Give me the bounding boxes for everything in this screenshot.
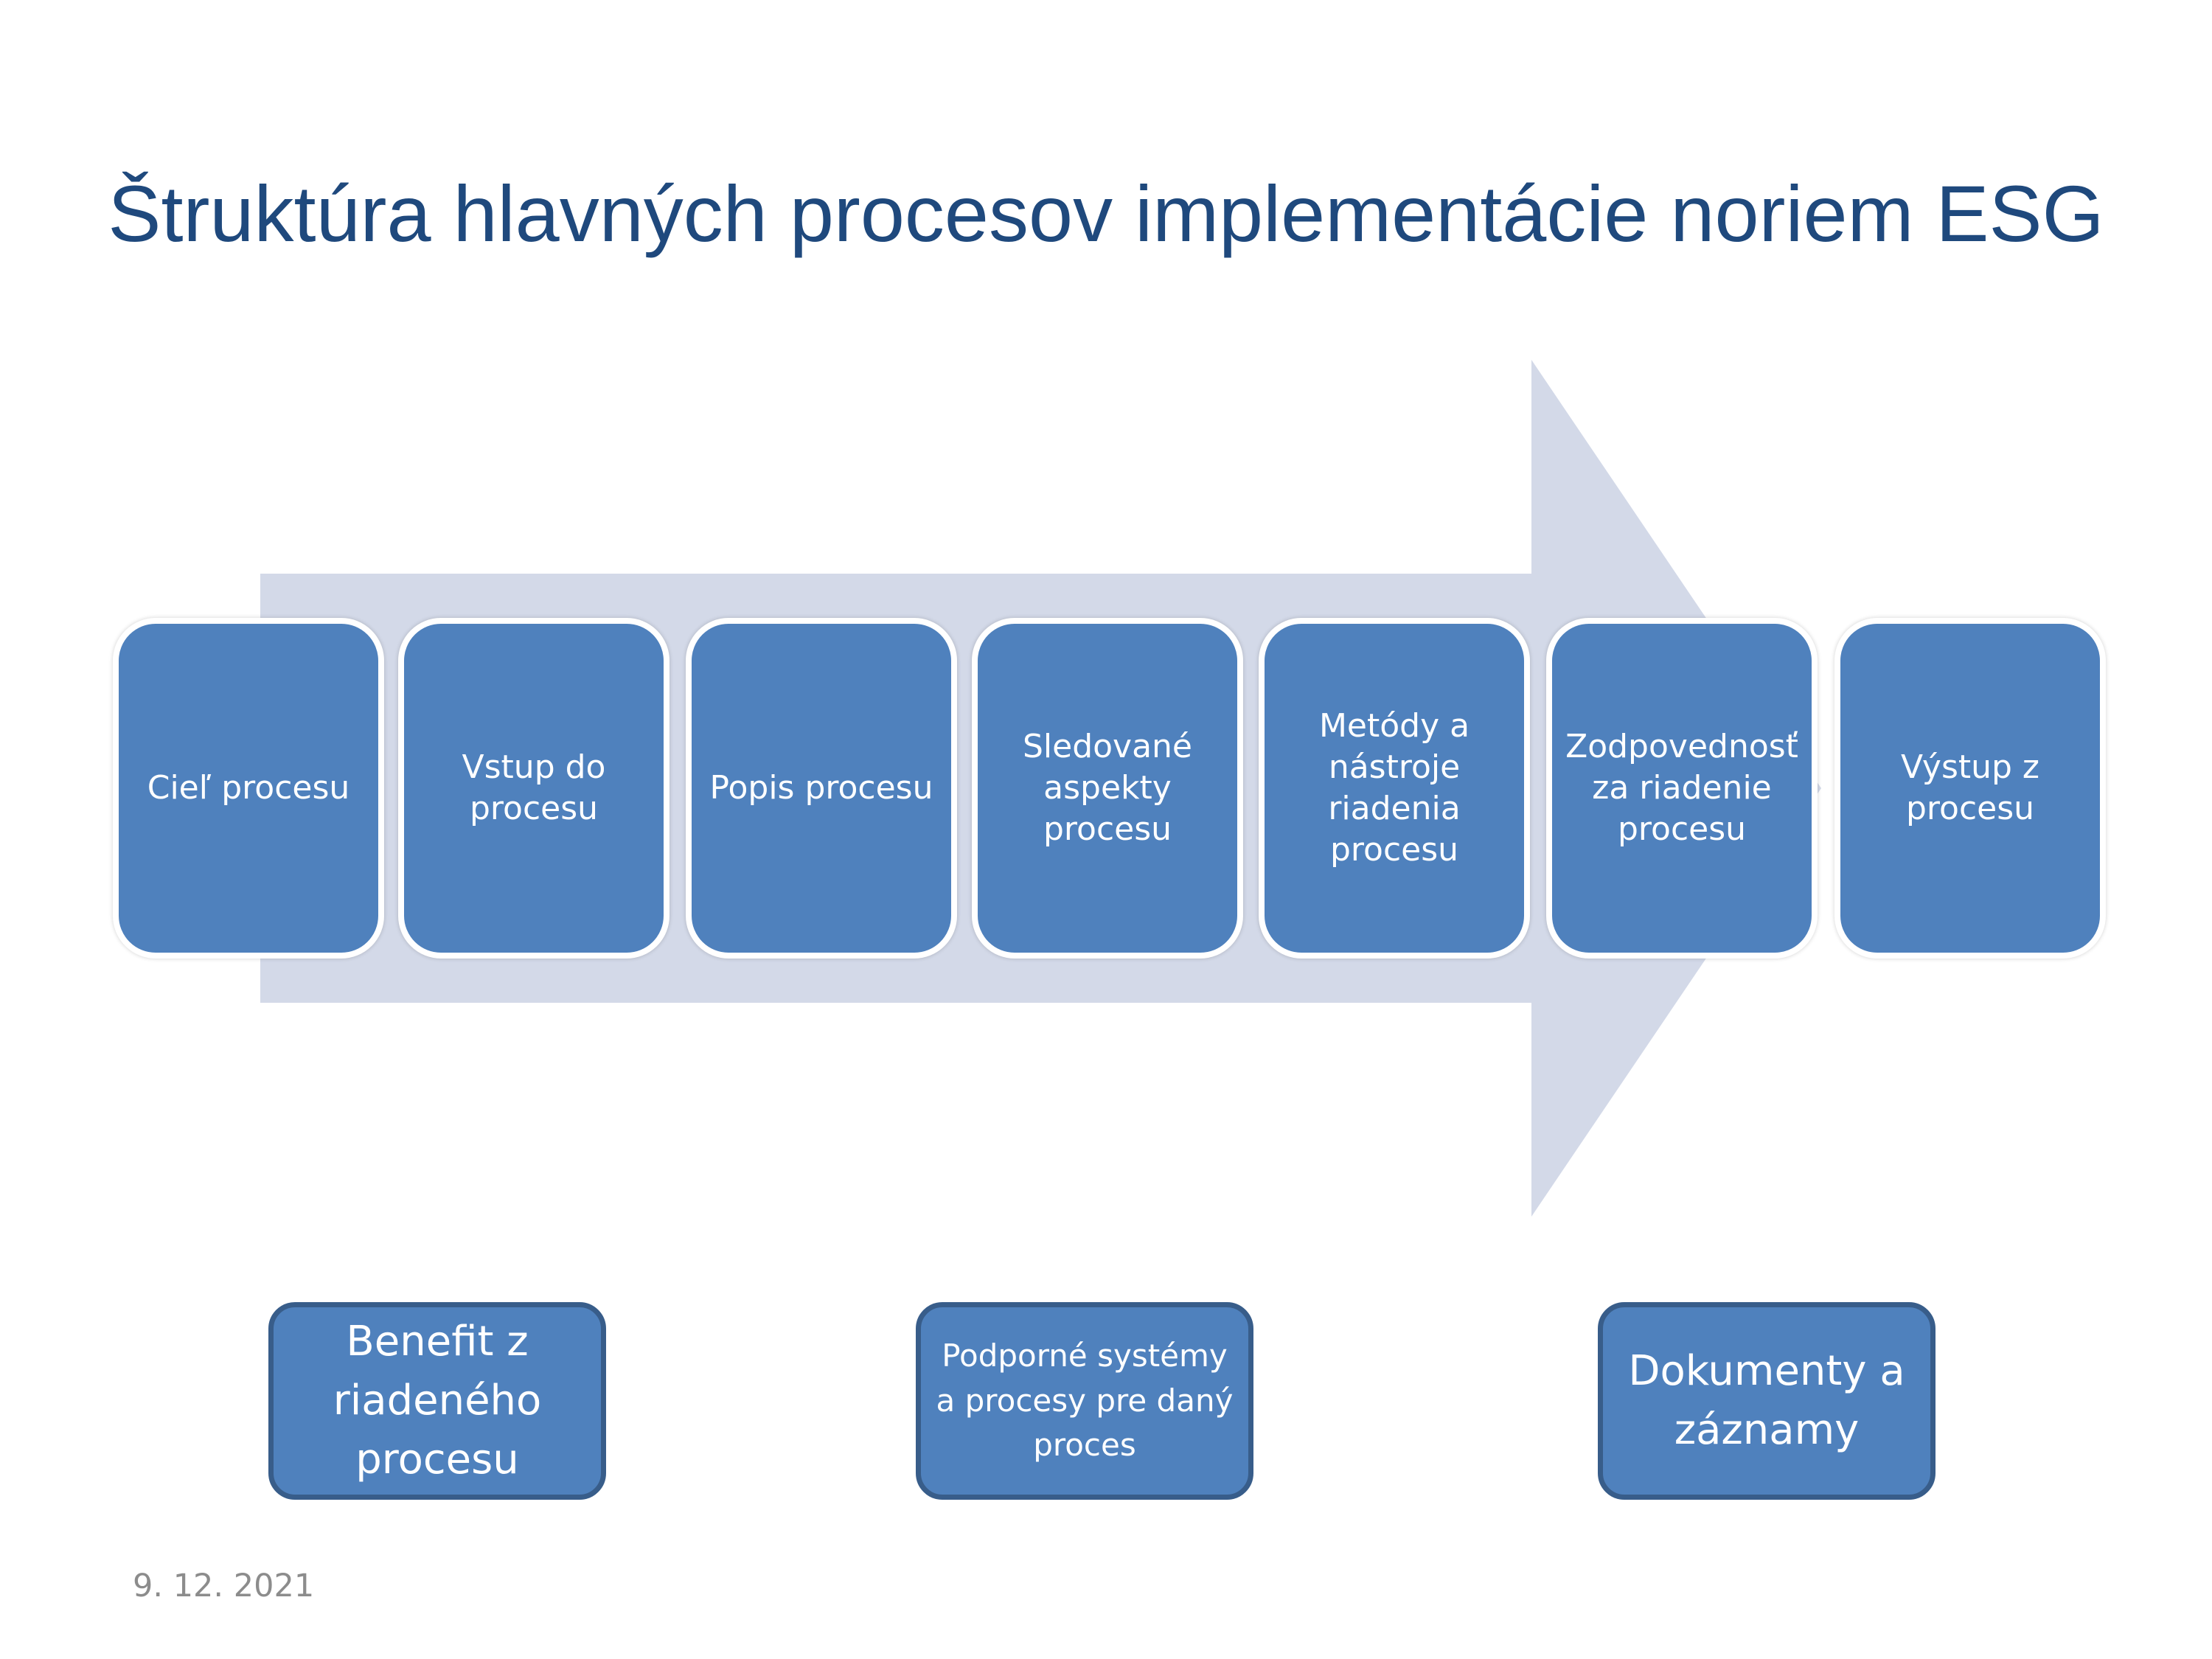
step-process-output: Výstup z procesu: [1834, 618, 2106, 959]
benefit-box: Benefit z riadeného procesu: [268, 1302, 606, 1500]
step-monitored-aspects: Sledované aspekty procesu: [972, 618, 1243, 959]
step-process-input: Vstup do procesu: [398, 618, 669, 959]
step-label: Cieľ procesu: [147, 769, 350, 807]
step-label: Sledované aspekty procesu: [1022, 728, 1193, 848]
support-systems-box: Podporné systémy a procesy pre daný proc…: [916, 1302, 1253, 1500]
slide-title: Štruktúra hlavných procesov implementáci…: [108, 169, 2104, 258]
box-label: Benefit z riadeného procesu: [333, 1317, 542, 1484]
step-label: Metódy a nástroje riadenia procesu: [1318, 707, 1470, 869]
step-label: Popis procesu: [709, 769, 933, 807]
box-label: Podporné systémy a procesy pre daný proc…: [936, 1337, 1234, 1464]
footer-date: 9. 12. 2021: [133, 1568, 315, 1604]
box-label: Dokumenty a záznamy: [1628, 1346, 1905, 1454]
step-label: Vstup do procesu: [462, 748, 606, 827]
documents-box: Dokumenty a záznamy: [1598, 1302, 1935, 1500]
step-label: Výstup z procesu: [1900, 748, 2040, 827]
step-methods-and-tools: Metódy a nástroje riadenia procesu: [1259, 618, 1530, 959]
step-responsibility: Zodpovednosť za riadenie procesu: [1546, 618, 1818, 959]
step-label: Zodpovednosť za riadenie procesu: [1565, 728, 1798, 848]
step-process-description: Popis procesu: [686, 618, 957, 959]
step-process-goal: Cieľ procesu: [113, 618, 384, 959]
